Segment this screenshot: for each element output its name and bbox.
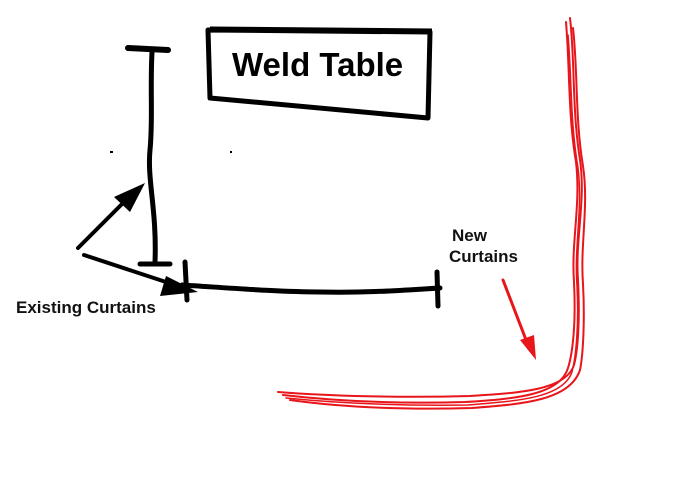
new-curtain-stroke-4 bbox=[285, 34, 581, 406]
existing-curtains-arrows bbox=[76, 183, 198, 296]
existing-arrow-up-shaft bbox=[76, 198, 128, 250]
new-curtains-label-line2: Curtains bbox=[449, 247, 518, 266]
title-box: Weld Table bbox=[205, 26, 433, 121]
existing-curtain-right-post bbox=[434, 269, 441, 309]
new-arrow-shaft bbox=[501, 278, 530, 347]
new-curtain-stroke-3 bbox=[289, 27, 587, 410]
existing-arrow-up-head bbox=[114, 183, 145, 212]
title-box-outline bbox=[205, 27, 433, 121]
existing-curtain-vertical bbox=[125, 45, 173, 267]
existing-curtain-left-post bbox=[182, 259, 190, 303]
new-curtain bbox=[277, 17, 587, 410]
existing-arrow-right-head bbox=[160, 276, 198, 296]
existing-curtain-horizontal-line bbox=[179, 282, 443, 295]
existing-curtain-vertical-line bbox=[146, 49, 158, 265]
title-box-top-edge bbox=[209, 26, 433, 32]
existing-curtains-label: Existing Curtains bbox=[16, 298, 156, 317]
existing-curtain-horizontal bbox=[179, 259, 443, 309]
new-curtain-stroke-1 bbox=[277, 17, 583, 398]
existing-curtain-top-cap bbox=[125, 45, 171, 53]
existing-arrow-right-shaft bbox=[82, 253, 174, 286]
new-curtains-label-line1: New bbox=[452, 226, 488, 245]
title-text: Weld Table bbox=[232, 46, 403, 83]
new-curtain-stroke-2 bbox=[282, 21, 579, 404]
new-curtains-arrow bbox=[501, 278, 536, 360]
new-arrow-head bbox=[520, 335, 536, 360]
